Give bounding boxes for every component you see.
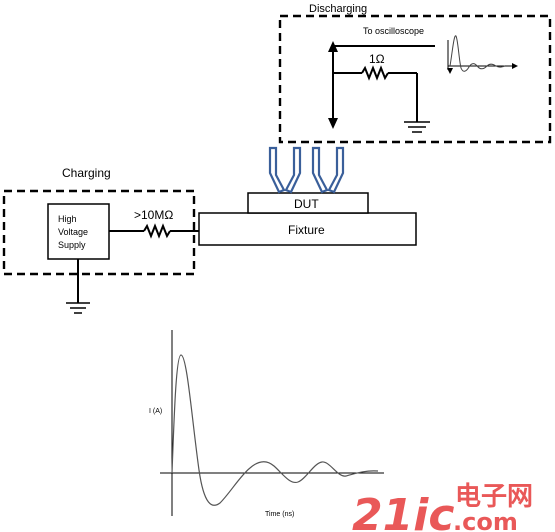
dut-pin-2 [284, 146, 302, 194]
discharge-resistor-label: 1Ω [369, 52, 385, 66]
dut-pin-4 [327, 146, 345, 194]
watermark-cjk: 电子网 [455, 482, 533, 512]
oscilloscope-label: To oscilloscope [363, 26, 424, 36]
charging-title: Charging [62, 166, 111, 180]
dut-box [247, 192, 369, 214]
high-voltage-supply-box [47, 203, 110, 260]
supply-ground-icon [66, 302, 90, 314]
current-waveform-curve [171, 354, 379, 506]
watermark-logo: 21ic 电子网 .com [352, 482, 533, 532]
charge-resistor-label: >10MΩ [134, 208, 173, 222]
y-axis-label: I (A) [149, 408, 162, 415]
charge-resistor-icon [143, 223, 171, 239]
watermark-domain: .com [453, 508, 518, 532]
supply-label-line2: Voltage [58, 227, 88, 237]
discharging-section: Discharging To oscilloscope 1Ω [278, 3, 552, 144]
discharge-resistor-icon [361, 65, 389, 81]
discharge-ground-icon [404, 121, 430, 133]
mini-waveform-icon [447, 35, 518, 74]
x-axis-label: Time (ns) [265, 511, 294, 518]
watermark-text: 21ic [352, 490, 454, 532]
discharging-title: Discharging [309, 3, 367, 15]
dut-pin-3 [311, 146, 329, 194]
fixture-box [198, 212, 417, 246]
charging-section: Charging High Voltage Supply >10MΩ [2, 166, 199, 314]
dut-pins [268, 146, 345, 194]
current-waveform-plot: I (A) Time (ns) [149, 330, 384, 518]
dut-label: DUT [294, 197, 319, 211]
supply-label-line1: High [58, 214, 77, 224]
fixture-assembly: Fixture DUT [198, 146, 417, 246]
discharging-box [278, 14, 552, 144]
fixture-label: Fixture [288, 223, 325, 237]
supply-label-line3: Supply [58, 240, 86, 250]
arrow-down-icon [328, 118, 338, 129]
charging-box [2, 189, 196, 276]
dut-pin-1 [268, 146, 286, 194]
